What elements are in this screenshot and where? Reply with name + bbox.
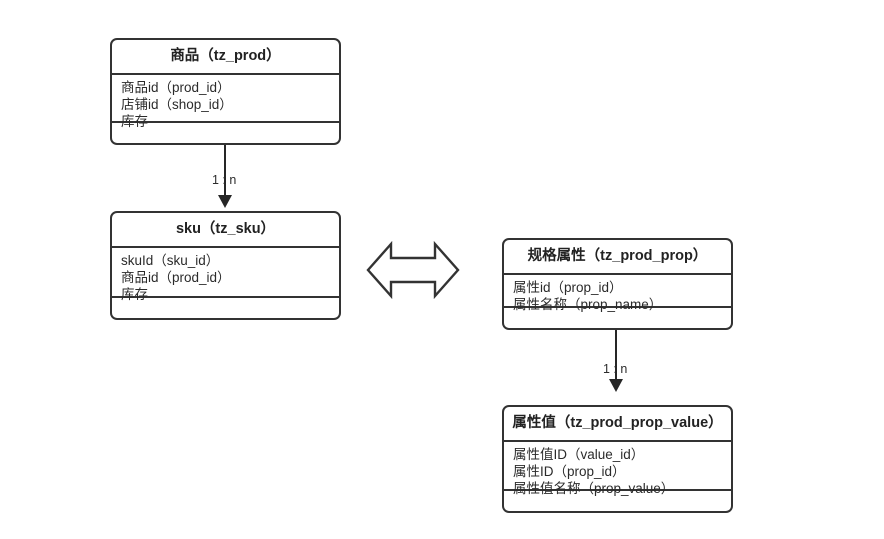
entity-title-tz-prod: 商品（tz_prod） bbox=[112, 40, 339, 75]
bidirectional-arrow-icon bbox=[366, 240, 460, 300]
entity-tz-prod-prop-value[interactable]: 属性值（tz_prod_prop_value） 属性值ID（value_id） … bbox=[502, 405, 733, 513]
entity-attributes-tz-sku: skuId（sku_id） 商品id（prod_id） 库存 bbox=[112, 248, 339, 302]
entity-attributes-tz-prod: 商品id（prod_id） 店铺id（shop_id） 库存 bbox=[112, 75, 339, 129]
relation-line bbox=[615, 330, 617, 379]
attribute-row: 属性名称（prop_name） bbox=[513, 296, 663, 312]
attribute-row: 库存 bbox=[121, 286, 148, 302]
entity-tz-sku[interactable]: sku（tz_sku） skuId（sku_id） 商品id（prod_id） … bbox=[110, 211, 341, 320]
attribute-row: 属性值ID（value_id） bbox=[513, 446, 645, 462]
entity-attributes-tz-prod-prop: 属性id（prop_id） 属性名称（prop_name） bbox=[504, 275, 731, 312]
relation-label: 1 : n bbox=[212, 173, 237, 187]
attribute-row: 属性ID（prop_id） bbox=[513, 463, 626, 479]
attribute-row: 属性值名称（prop_value） bbox=[513, 480, 675, 496]
attribute-row: 属性id（prop_id） bbox=[513, 279, 623, 295]
entity-title-tz-sku: sku（tz_sku） bbox=[112, 213, 339, 248]
attribute-row: 商品id（prod_id） bbox=[121, 269, 231, 285]
attribute-row: 库存 bbox=[121, 113, 148, 129]
attribute-row: skuId（sku_id） bbox=[121, 252, 220, 268]
entity-tz-prod-prop[interactable]: 规格属性（tz_prod_prop） 属性id（prop_id） 属性名称（pr… bbox=[502, 238, 733, 330]
relation-arrowhead-icon bbox=[218, 195, 232, 208]
relation-arrowhead-icon bbox=[609, 379, 623, 392]
entity-title-tz-prod-prop-value: 属性值（tz_prod_prop_value） bbox=[504, 407, 731, 442]
attribute-row: 商品id（prod_id） bbox=[121, 79, 231, 95]
relation-line bbox=[224, 145, 226, 195]
entity-attributes-tz-prod-prop-value: 属性值ID（value_id） 属性ID（prop_id） 属性值名称（prop… bbox=[504, 442, 731, 496]
entity-tz-prod[interactable]: 商品（tz_prod） 商品id（prod_id） 店铺id（shop_id） … bbox=[110, 38, 341, 145]
relation-label: 1 : n bbox=[603, 362, 628, 376]
relation-sku-to-prop bbox=[365, 236, 461, 304]
attribute-row: 店铺id（shop_id） bbox=[121, 96, 233, 112]
entity-title-tz-prod-prop: 规格属性（tz_prod_prop） bbox=[504, 240, 731, 275]
